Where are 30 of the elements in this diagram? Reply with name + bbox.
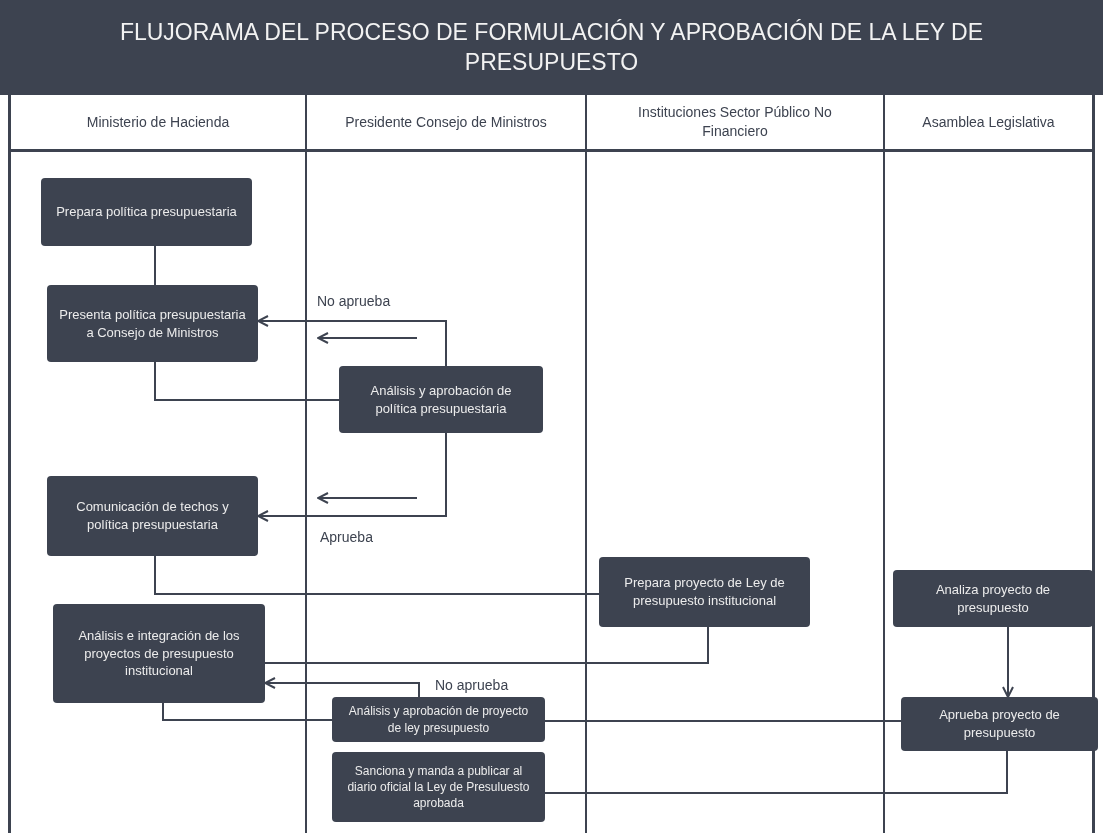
- connector-line: [154, 555, 600, 595]
- process-box: Sanciona y manda a publicar al diario oficial la Ley de Presuluesto aprobada: [332, 752, 545, 822]
- lane-header: Asamblea Legislativa: [885, 95, 1092, 152]
- edge-label: No aprueba: [434, 678, 510, 694]
- process-box: Análisis y aprobación de proyecto de ley presupuesto: [332, 697, 545, 742]
- swimlane: [305, 95, 585, 833]
- swimlane: [883, 95, 1095, 833]
- connector-line: [257, 432, 447, 522]
- process-box: Presenta política presupuestaria a Consejo de Ministros: [47, 285, 258, 362]
- process-box: Aprueba proyecto de presupuesto: [901, 697, 1098, 751]
- connector-line: [264, 677, 420, 698]
- connector-line: [257, 315, 447, 367]
- edge-label: Aprueba: [319, 530, 374, 546]
- process-box: Análisis y aprobación de política presupuestaria: [339, 366, 543, 433]
- connector-line: [264, 626, 709, 664]
- connector-line: [1002, 626, 1014, 698]
- process-box: Prepara proyecto de Ley de presupuesto institucional: [599, 557, 810, 627]
- connector-line: [154, 245, 156, 286]
- swimlane: [585, 95, 883, 833]
- connector-line: [154, 361, 340, 401]
- process-box: Análisis e integración de los proyectos de presupuesto institucional: [53, 604, 265, 703]
- swimlane: [8, 95, 305, 833]
- connector-line: [544, 750, 1008, 794]
- edge-label: No aprueba: [316, 294, 392, 310]
- process-box: Comunicación de techos y política presupuestaria: [47, 476, 258, 556]
- title-bar: FLUJORAMA DEL PROCESO DE FORMULACIÓN Y APROBACIÓN DE LA LEY DE PRESUPUESTO: [0, 0, 1103, 95]
- process-box: Analiza proyecto de presupuesto: [893, 570, 1093, 627]
- process-box: Prepara política presupuestaria: [41, 178, 252, 246]
- connector-line: [162, 702, 333, 721]
- connector-line: [544, 720, 902, 722]
